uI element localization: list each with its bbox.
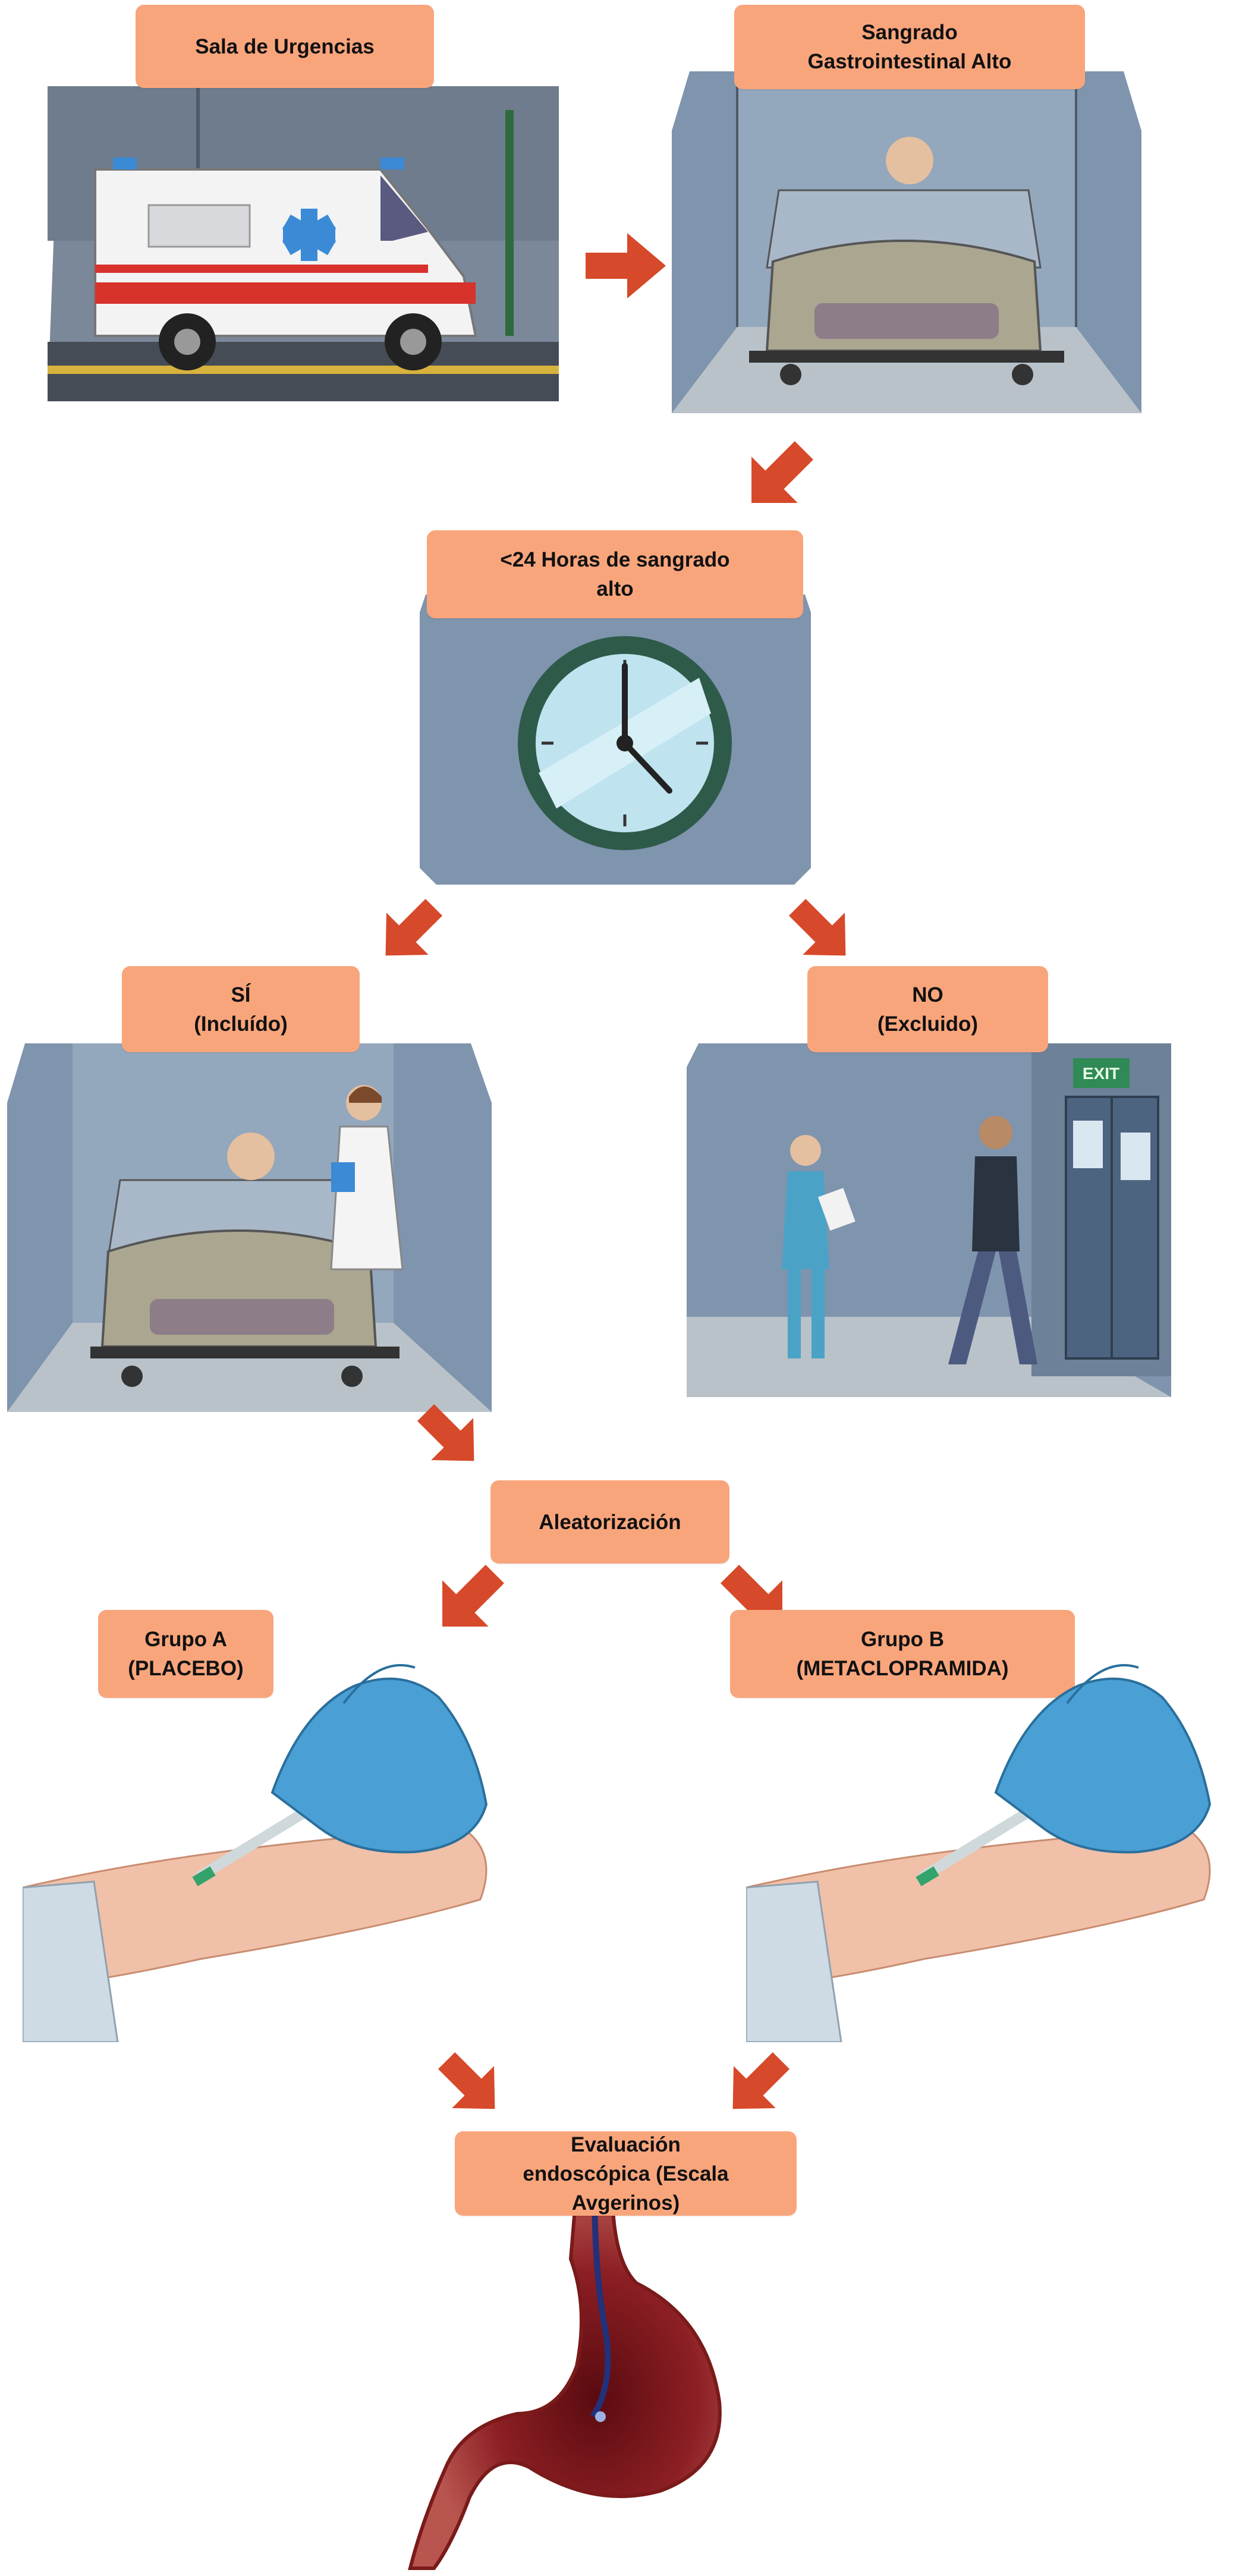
node-sala-urgencias: Sala de Urgencias <box>136 5 434 88</box>
arrow-down-right-icon <box>782 892 859 969</box>
node-aleatorizacion: Aleatorización <box>490 1480 729 1564</box>
included-panel <box>7 1043 492 1412</box>
ambulance-panel <box>48 86 559 401</box>
node-sangrado: Sangrado Gastrointestinal Alto <box>734 5 1085 89</box>
arrow-down-left-icon <box>737 434 820 517</box>
hospital-bed-icon <box>672 71 1141 413</box>
node-24-horas: <24 Horas de sangrado alto <box>427 530 803 618</box>
clock-icon <box>420 595 811 885</box>
bed-room-panel <box>672 71 1141 413</box>
clock-panel <box>420 595 811 885</box>
gloved-hand-icon <box>746 1650 1222 2042</box>
node-evaluacion: Evaluación endoscópica (Escala Avgerinos… <box>455 2131 797 2216</box>
arrow-right-icon <box>586 233 666 298</box>
arrow-down-left-icon <box>372 892 449 969</box>
arrow-down-left-icon <box>719 2045 797 2122</box>
exit-sign-text: EXIT <box>1083 1064 1119 1083</box>
injection-panel-b <box>746 1650 1222 2042</box>
stomach-icon <box>398 2188 731 2574</box>
arrow-down-right-icon <box>410 1397 487 1474</box>
exit-door-icon: EXIT <box>687 1043 1171 1397</box>
gloved-hand-icon <box>23 1650 498 2042</box>
injection-panel-a <box>23 1650 498 2042</box>
excluded-panel: EXIT <box>687 1043 1171 1397</box>
node-no-excluido: NO (Excluido) <box>807 966 1048 1052</box>
hospital-bed-icon <box>7 1043 492 1412</box>
node-si-incluido: SÍ (Incluído) <box>122 966 360 1052</box>
ambulance-icon <box>48 86 559 401</box>
arrow-down-left-icon <box>428 1558 511 1641</box>
stomach-panel <box>398 2188 731 2574</box>
arrow-down-right-icon <box>431 2045 508 2122</box>
